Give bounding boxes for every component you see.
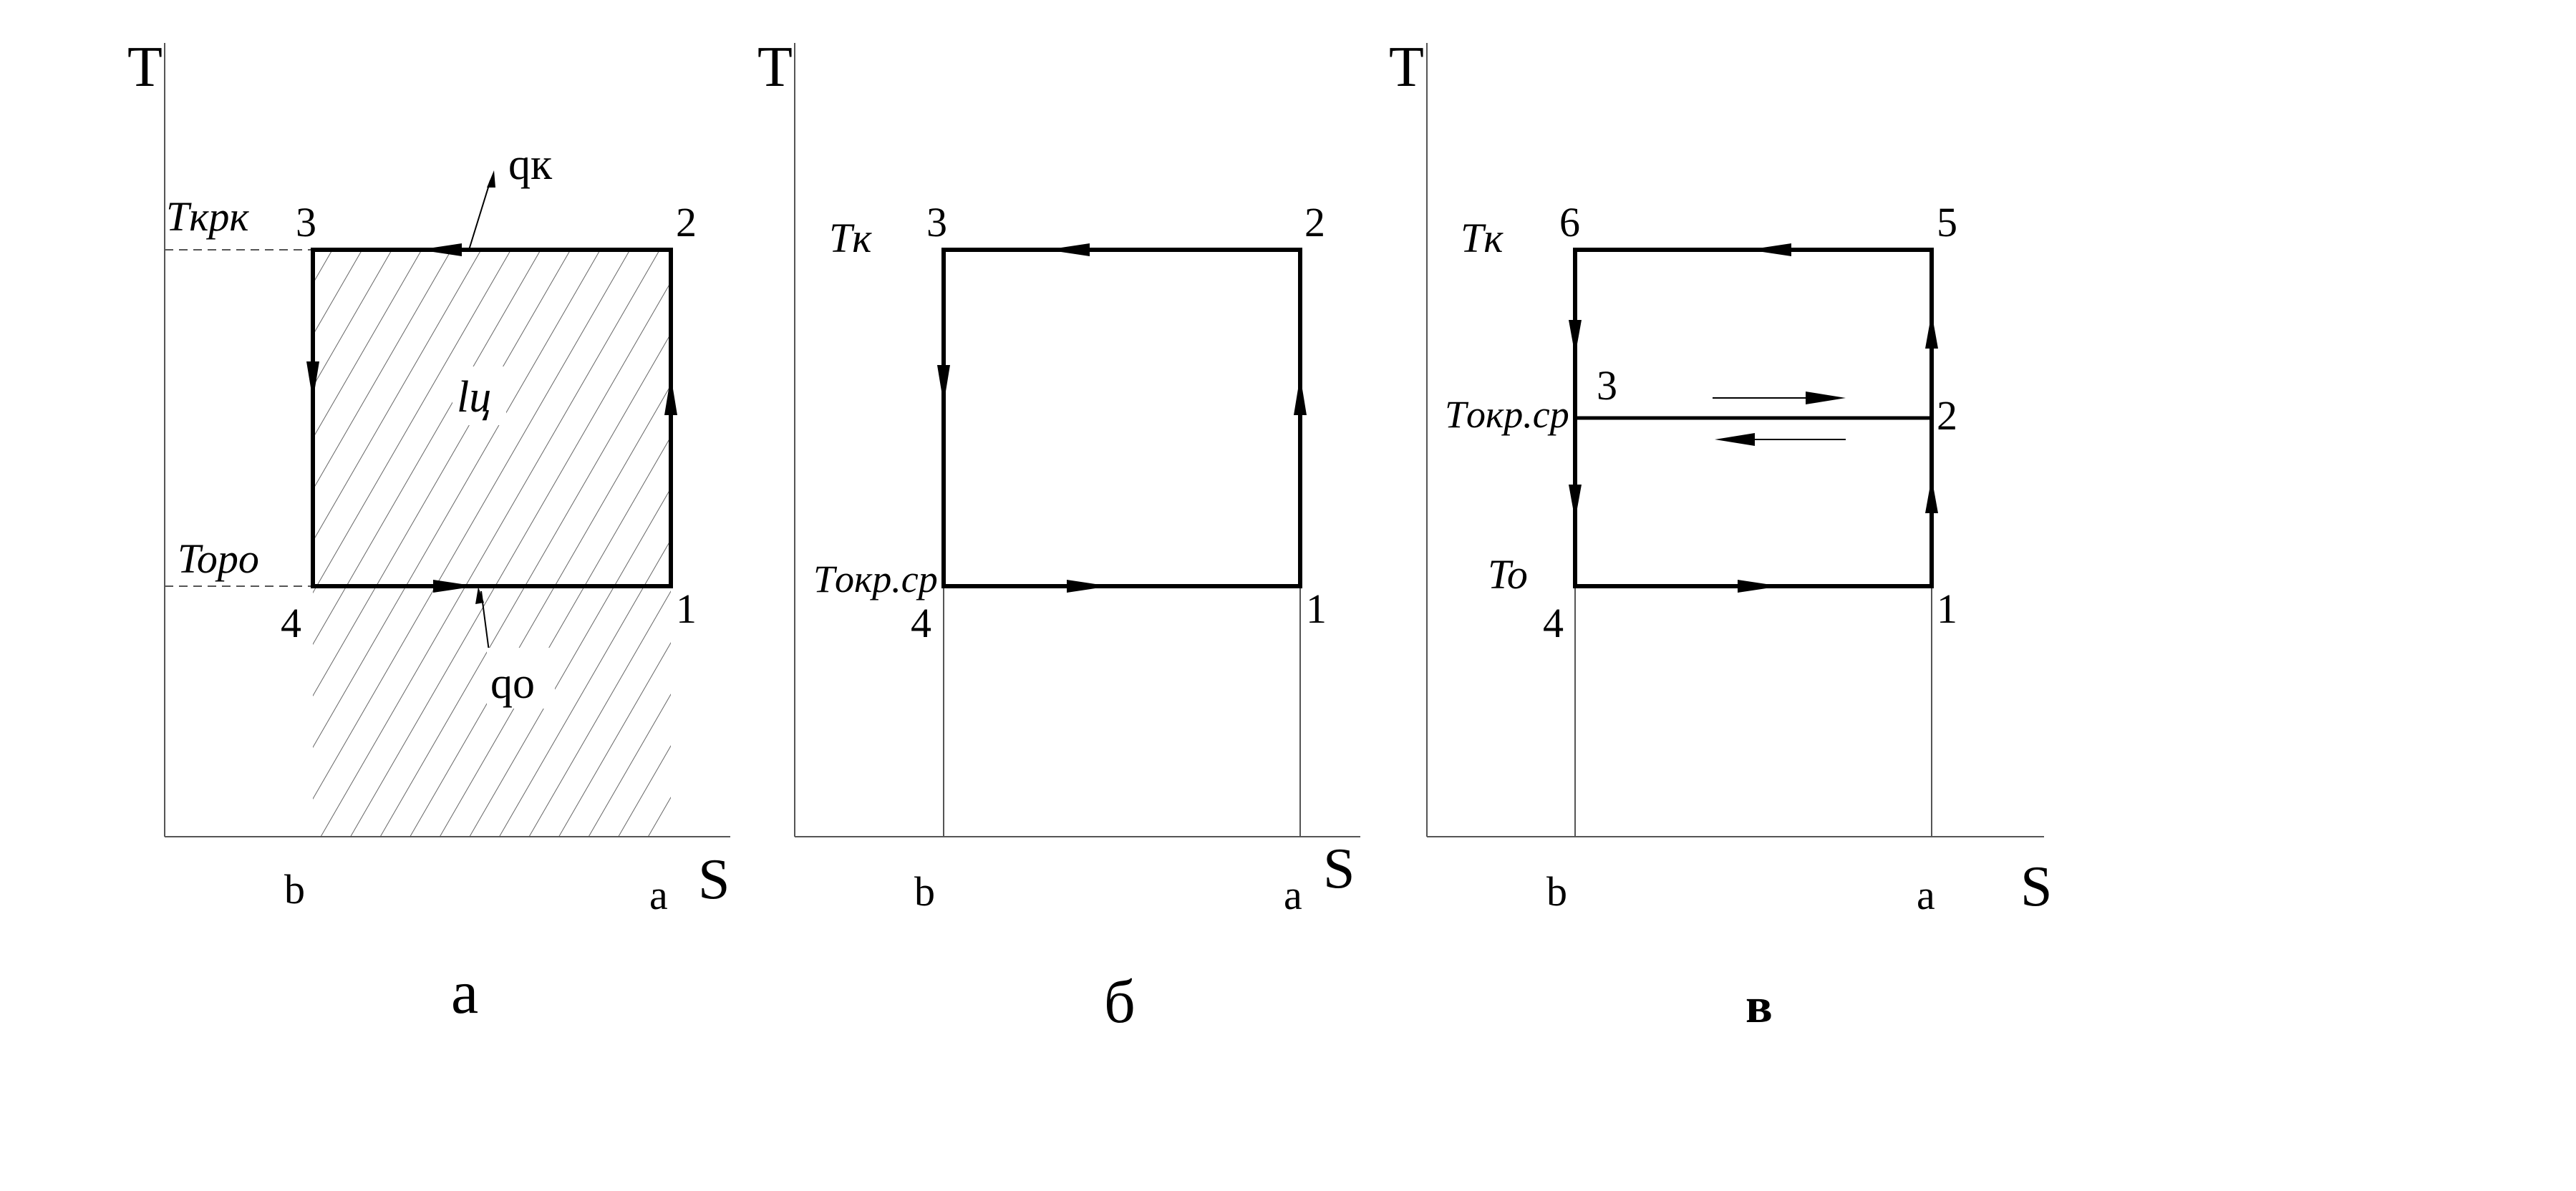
caption-c: в: [1745, 978, 1773, 1034]
point-5-label: 5: [1937, 199, 1957, 246]
caption-b: б: [1104, 967, 1136, 1036]
point-1-label: 1: [1937, 585, 1957, 632]
t-axis-label: T: [1389, 36, 1424, 99]
point-4-label: 4: [1543, 600, 1564, 646]
caption-a: а: [451, 958, 478, 1026]
panel-b: T S Tк Tокр.ср 3 2 4 1 b a б: [757, 36, 1360, 1036]
hatched-area: [313, 250, 671, 837]
panel-c: T S Tк Tокр.ср To 6 5 3 2 4 1 b a в: [1389, 36, 2053, 1034]
tk-label: Tк: [1461, 215, 1504, 261]
s-axis-label: S: [2020, 855, 2053, 918]
arrow-left-upper-down: [1569, 320, 1582, 356]
arrow-bottom-right: [1067, 580, 1110, 593]
lc-label-bg: [452, 366, 506, 425]
arrow-left-lower-down: [1569, 485, 1582, 520]
point-2-label: 2: [1937, 392, 1957, 439]
arrow-top-left: [1047, 243, 1090, 256]
arrow-left-down: [306, 361, 319, 401]
arrow-top-left: [1748, 243, 1791, 256]
qk-label-bg: [505, 140, 569, 190]
panel-a: T S Tкpк Topo 3 2 4 1 qк qo lц b a а: [127, 36, 730, 1026]
tokr-label: Tокр.ср: [1445, 393, 1569, 436]
qk-leader-arrow: [487, 170, 495, 188]
point-3-label: 3: [926, 199, 947, 246]
tk-label: Tк: [829, 215, 872, 261]
point-6-label: 6: [1559, 199, 1580, 246]
arrow-right-up: [1294, 376, 1307, 415]
arrow-top-left: [419, 243, 462, 256]
t-axis-label: T: [127, 36, 163, 99]
arrow-right-lower-up: [1925, 477, 1938, 513]
tick-a-label: a: [1284, 872, 1302, 918]
qk-label: qк: [508, 140, 553, 189]
qo-label: qo: [490, 659, 535, 708]
tick-b-label: b: [914, 868, 935, 915]
point-3-label: 3: [296, 199, 316, 246]
point-1-label: 1: [1306, 585, 1327, 632]
s-axis-label: S: [698, 848, 730, 911]
point-1-label: 1: [676, 585, 697, 632]
thin-arrow-right-head: [1806, 392, 1846, 404]
qo-leader-arrow: [475, 587, 484, 604]
point-4-label: 4: [911, 600, 931, 646]
point-2-label: 2: [1304, 199, 1325, 246]
point-4-label: 4: [281, 600, 301, 646]
arrow-right-up: [664, 376, 677, 415]
cycle-rectangle: [311, 248, 673, 588]
tk-pk-label: Tкpк: [166, 193, 249, 240]
tick-b-label: b: [284, 866, 305, 913]
qk-leader: [468, 180, 491, 251]
t-axis-label: T: [757, 36, 793, 99]
arrow-right-upper-up: [1925, 313, 1938, 349]
tick-a-label: a: [1917, 872, 1935, 918]
arrow-bottom-right: [433, 580, 476, 593]
point-3-label: 3: [1597, 362, 1617, 409]
arrow-bottom-right: [1738, 580, 1781, 593]
arrow-left-down: [937, 365, 950, 404]
thin-arrow-left-head: [1715, 433, 1755, 446]
to-label: To: [1488, 551, 1528, 598]
tick-b-label: b: [1546, 868, 1567, 915]
tick-a-label: a: [649, 872, 668, 918]
tokr-label: Tокр.ср: [813, 558, 938, 601]
to-po-label: Topo: [178, 535, 259, 582]
point-2-label: 2: [676, 199, 697, 246]
s-axis-label: S: [1323, 837, 1355, 900]
lc-label: lц: [457, 373, 491, 422]
qo-label-bg: [487, 648, 555, 709]
cycle-rectangle: [941, 248, 1302, 588]
